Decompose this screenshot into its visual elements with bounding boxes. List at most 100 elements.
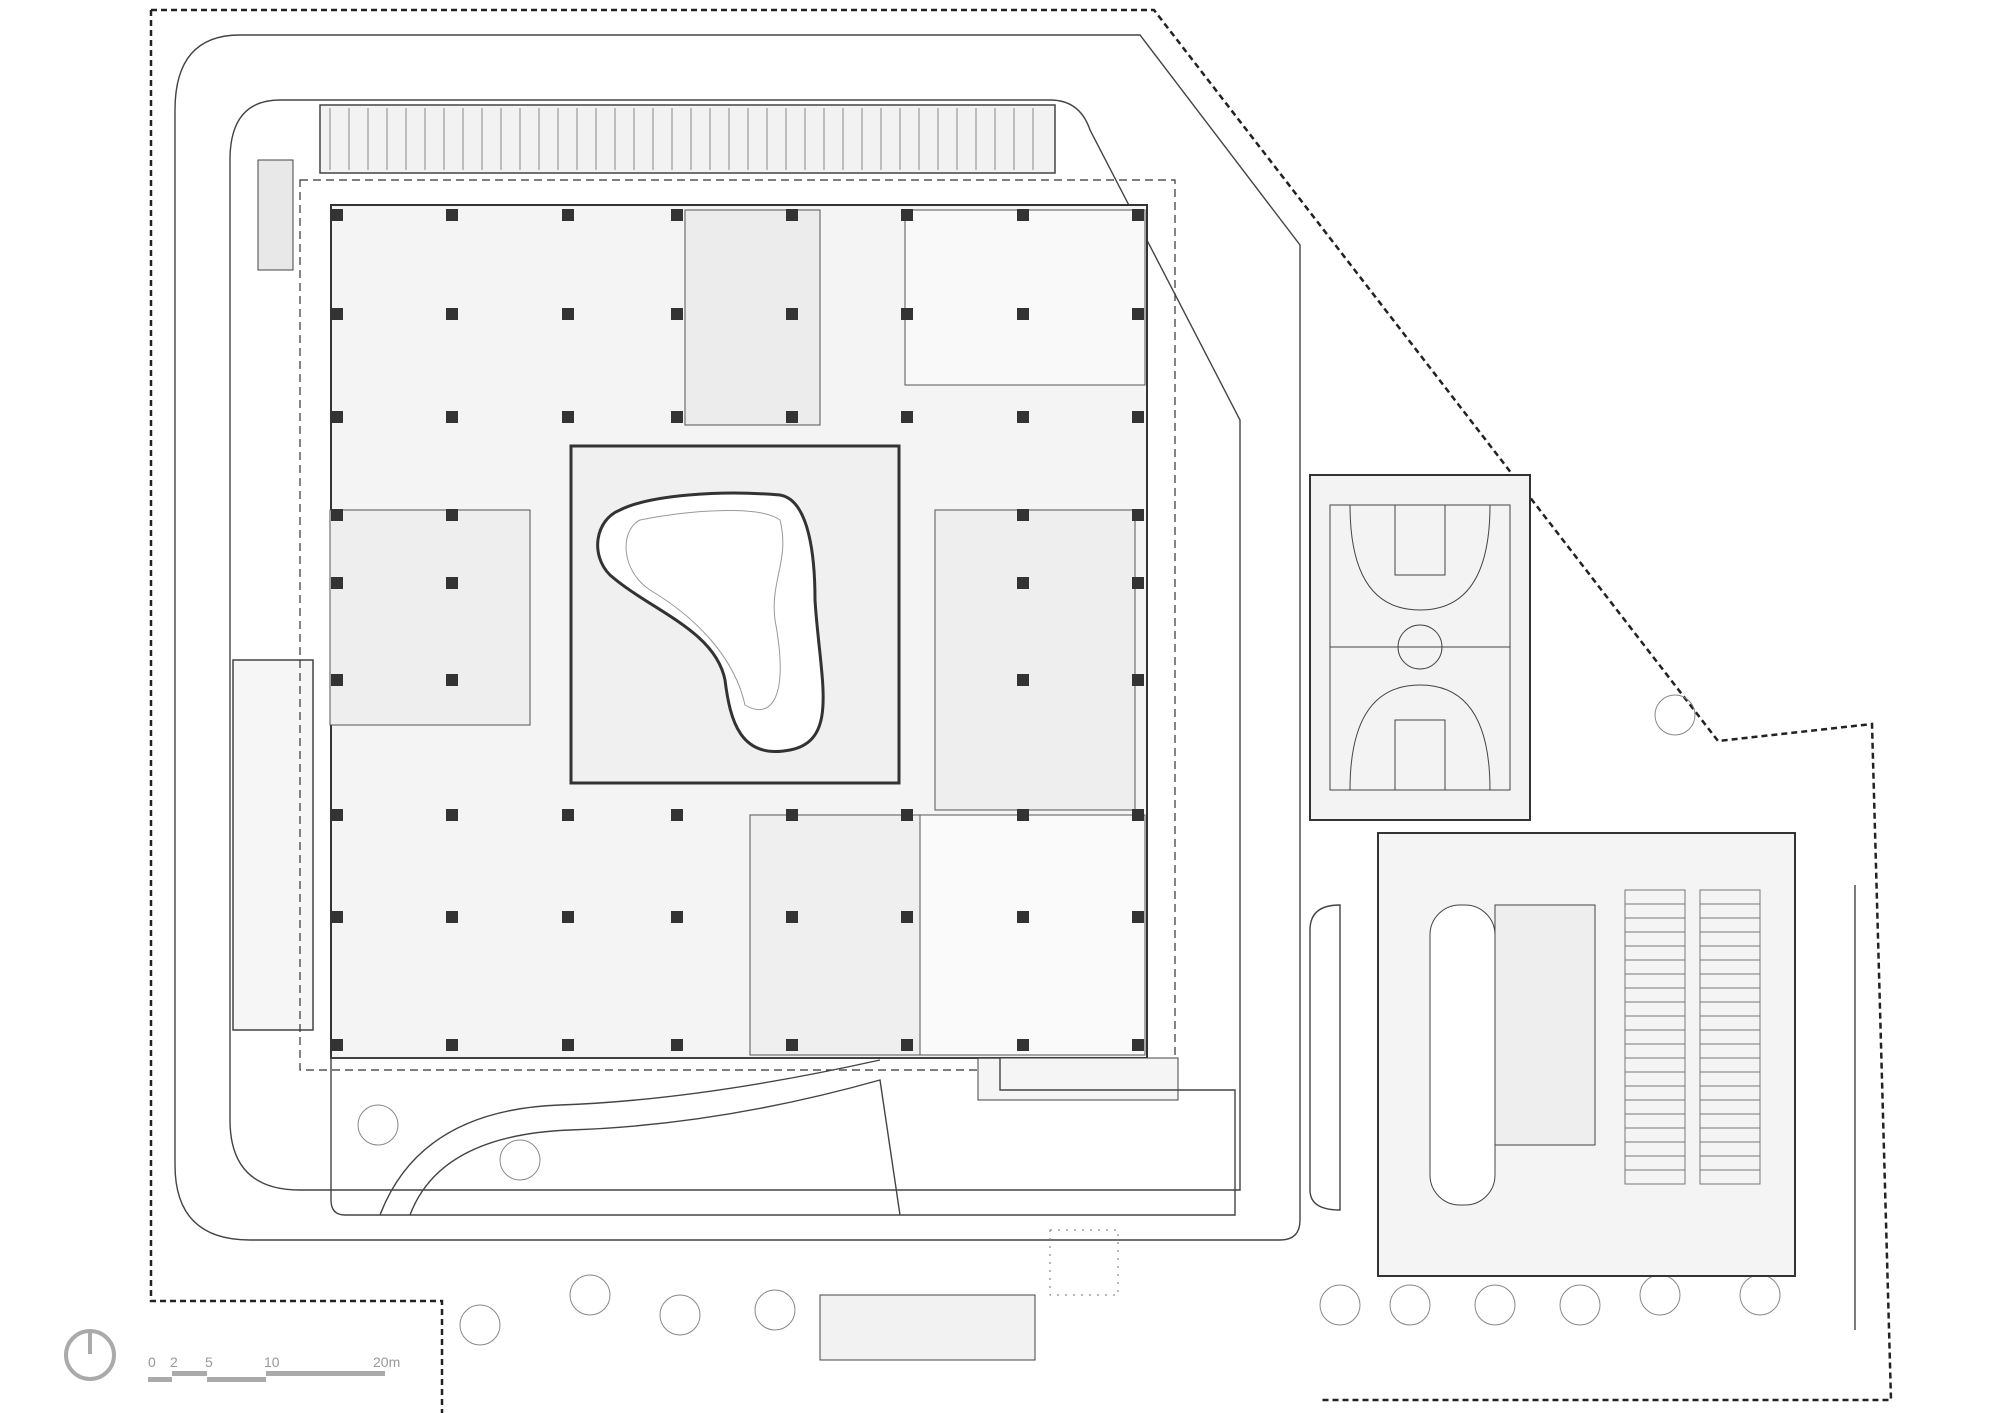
column <box>562 911 574 923</box>
column <box>1017 577 1029 589</box>
column <box>1132 209 1144 221</box>
scale-label-20m: 20m <box>373 1354 400 1370</box>
tree-icon <box>1389 1284 1431 1326</box>
column <box>901 209 913 221</box>
tree-icon <box>1319 1284 1361 1326</box>
entrance-canopy <box>977 1057 1179 1101</box>
column <box>331 308 343 320</box>
column <box>562 209 574 221</box>
parking-stalls <box>1624 889 1761 1185</box>
column <box>1017 674 1029 686</box>
lobby <box>919 814 1146 1056</box>
column <box>1132 1039 1144 1051</box>
column <box>786 308 798 320</box>
south-parking <box>819 1294 1036 1361</box>
column <box>786 809 798 821</box>
column <box>671 1039 683 1051</box>
north-parking-strip <box>319 104 1056 174</box>
column <box>1132 577 1144 589</box>
column <box>446 308 458 320</box>
structural-columns <box>331 209 1144 1051</box>
column <box>1132 411 1144 423</box>
south-crosswalk <box>1049 1229 1119 1296</box>
tree-icon <box>1739 1274 1781 1316</box>
tree-icon <box>499 1139 541 1181</box>
office-south <box>749 814 921 1056</box>
column <box>671 911 683 923</box>
column <box>786 1039 798 1051</box>
trees <box>357 694 1781 1346</box>
stall <box>1699 1169 1761 1185</box>
tree-icon <box>754 1289 796 1331</box>
tree-icon <box>659 1294 701 1336</box>
column <box>1132 308 1144 320</box>
inner-road <box>229 99 1241 1191</box>
west-strip <box>232 659 314 1031</box>
column <box>562 308 574 320</box>
column <box>331 674 343 686</box>
parking-stalls <box>329 108 1034 170</box>
column <box>671 411 683 423</box>
parking-core <box>1494 904 1596 1146</box>
scale-bar: 0 2 5 10 20m <box>148 1354 400 1382</box>
tree-icon <box>1474 1284 1516 1326</box>
column <box>446 1039 458 1051</box>
basketball-court <box>1309 474 1531 821</box>
tree-icon <box>357 1104 399 1146</box>
column <box>331 577 343 589</box>
column <box>446 509 458 521</box>
landscape-curve <box>379 1059 901 1216</box>
column <box>562 809 574 821</box>
scale-label-2: 2 <box>170 1354 178 1370</box>
column <box>901 1039 913 1051</box>
column <box>446 577 458 589</box>
column <box>331 809 343 821</box>
column <box>562 411 574 423</box>
south-landscape <box>330 1057 1236 1216</box>
column <box>446 411 458 423</box>
scale-label-5: 5 <box>205 1354 213 1370</box>
west-stairs <box>257 159 294 271</box>
column <box>1017 509 1029 521</box>
column <box>331 1039 343 1051</box>
north-arrow-icon <box>64 1329 116 1381</box>
column <box>786 411 798 423</box>
column <box>331 509 343 521</box>
tree-icon <box>1639 1274 1681 1316</box>
column <box>1132 911 1144 923</box>
column <box>562 1039 574 1051</box>
courtyard-path <box>596 491 825 753</box>
column <box>671 209 683 221</box>
site-boundary <box>149 8 1893 1413</box>
scale-label-0: 0 <box>148 1354 156 1370</box>
column <box>1017 308 1029 320</box>
column <box>1017 1039 1029 1051</box>
column <box>901 809 913 821</box>
tree-icon <box>1559 1284 1601 1326</box>
column <box>446 911 458 923</box>
stall <box>1624 1169 1686 1185</box>
column <box>331 411 343 423</box>
tree-icon <box>1654 694 1696 736</box>
ramp <box>1429 904 1496 1206</box>
column <box>901 911 913 923</box>
east-road <box>1309 885 1856 1330</box>
scale-label-10: 10 <box>264 1354 280 1370</box>
ring-road <box>174 34 1301 1241</box>
column <box>1017 911 1029 923</box>
column <box>1017 809 1029 821</box>
column <box>446 674 458 686</box>
core-east <box>934 509 1136 811</box>
column <box>1017 411 1029 423</box>
courtyard-lawn <box>625 510 784 710</box>
column <box>1017 209 1029 221</box>
main-building-dashed-outline <box>299 179 1176 1071</box>
column <box>1132 509 1144 521</box>
tree-icon <box>569 1274 611 1316</box>
column <box>901 411 913 423</box>
column <box>446 809 458 821</box>
column <box>331 911 343 923</box>
core-west <box>329 509 531 726</box>
column <box>446 209 458 221</box>
column <box>331 209 343 221</box>
